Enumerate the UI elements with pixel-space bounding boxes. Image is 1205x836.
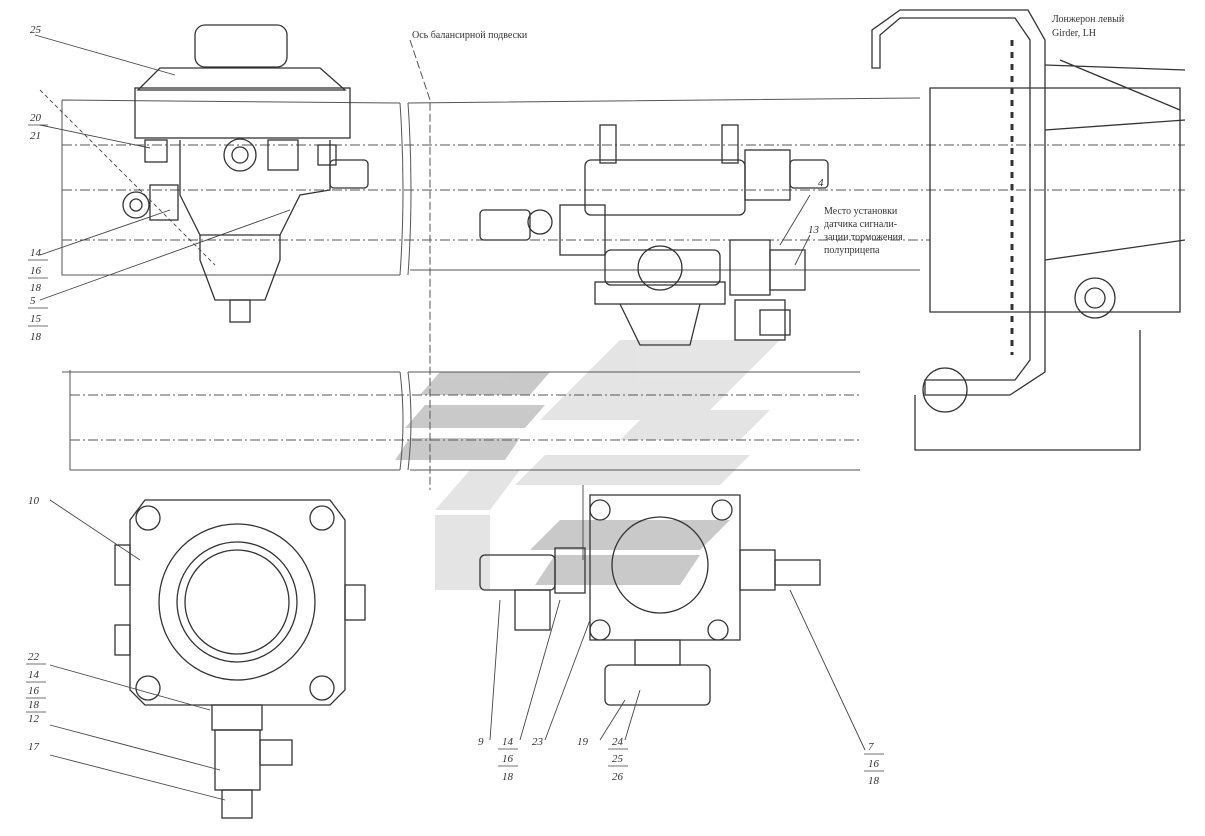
girder-label-ru: Лонжерон левый xyxy=(1052,14,1125,25)
sensor-note-line-2: датчика сигнали- xyxy=(824,219,897,230)
callout-underlines xyxy=(26,124,884,772)
callout-15: 15 xyxy=(30,313,42,325)
callout-26: 26 xyxy=(612,771,624,783)
callout-18e: 18 xyxy=(868,775,880,787)
callout-17: 17 xyxy=(28,741,40,753)
girder-label-en: Girder, LH xyxy=(1052,28,1096,39)
girder-lh xyxy=(871,9,1186,451)
callout-labels: 25 20 21 14 16 18 5 15 18 4 13 10 22 14 … xyxy=(28,24,880,787)
callout-7: 7 xyxy=(868,741,874,753)
callout-4: 4 xyxy=(818,177,824,189)
callout-18: 18 xyxy=(30,282,42,294)
callout-13: 13 xyxy=(808,224,820,236)
callout-18c: 18 xyxy=(28,699,40,711)
callout-14: 14 xyxy=(30,247,42,259)
leader-lines xyxy=(34,34,866,801)
sensor-note-line-1: Место установки xyxy=(824,206,898,217)
valve-front-view xyxy=(114,499,366,819)
callout-16b: 16 xyxy=(28,685,40,697)
callout-16: 16 xyxy=(30,265,42,277)
frame-rails xyxy=(61,39,1185,490)
callout-12: 12 xyxy=(28,713,40,725)
callout-21: 21 xyxy=(30,130,41,142)
callout-22: 22 xyxy=(28,651,40,663)
watermark-logo xyxy=(395,340,780,590)
callout-18b: 18 xyxy=(30,331,42,343)
valve-bottom-assembly xyxy=(479,494,821,706)
callout-9: 9 xyxy=(478,736,484,748)
text-annotations: Ось балансирной подвески Лонжерон левый … xyxy=(412,14,1125,256)
callout-5: 5 xyxy=(30,295,36,307)
axis-note: Ось балансирной подвески xyxy=(412,30,528,41)
callout-14b: 14 xyxy=(28,669,40,681)
sensor-note-line-3: зации торможения xyxy=(824,232,903,243)
valve-side-view xyxy=(122,24,369,323)
callout-10: 10 xyxy=(28,495,40,507)
callout-16d: 16 xyxy=(868,758,880,770)
callout-24: 24 xyxy=(612,736,624,748)
valve-top-assembly xyxy=(479,124,829,346)
callout-14c: 14 xyxy=(502,736,514,748)
callout-18d: 18 xyxy=(502,771,514,783)
callout-20: 20 xyxy=(30,112,42,124)
callout-25: 25 xyxy=(30,24,42,36)
callout-16c: 16 xyxy=(502,753,514,765)
sensor-note-line-4: полуприцепа xyxy=(824,245,880,256)
callout-23: 23 xyxy=(532,736,544,748)
callout-19: 19 xyxy=(577,736,589,748)
callout-25b: 25 xyxy=(612,753,624,765)
